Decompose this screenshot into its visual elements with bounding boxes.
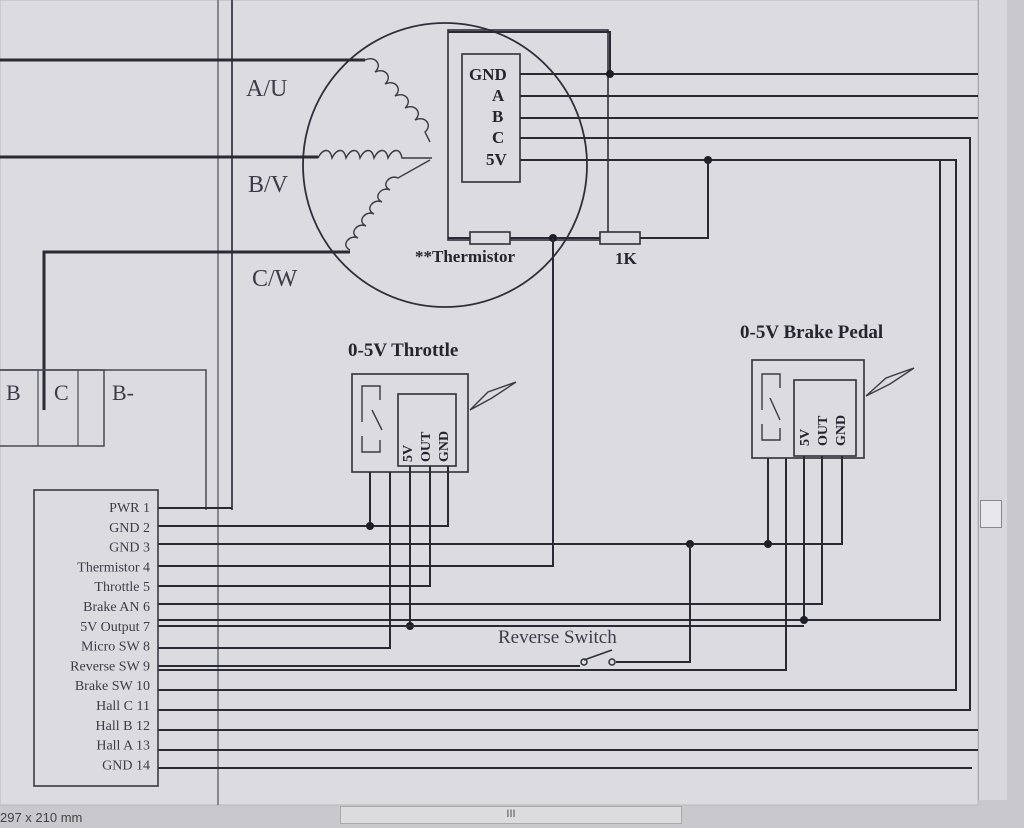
- phase-wire-c: [42, 250, 350, 410]
- throttle-wire-out: [158, 466, 431, 587]
- brake-wire-gnd: [158, 456, 843, 545]
- brake-switch-icon: [761, 373, 781, 441]
- controller-pin-label: Hall A 13: [96, 739, 150, 754]
- controller-pin-list: PWR 1 GND 2 GND 3 Thermistor 4 Throttle 5 Bra…: [70, 501, 150, 773]
- throttle-wire-gnd: [370, 466, 449, 527]
- controller-pin-label: Thermistor 4: [77, 560, 150, 575]
- hall-wire-gnd-down: [158, 160, 941, 621]
- junction-dot: [764, 540, 772, 548]
- throttle-connector: [397, 393, 457, 467]
- hall-pin-a: A: [492, 86, 505, 105]
- scroll-grip-icon: III: [506, 808, 516, 820]
- controller-pin-label: Reverse SW 9: [70, 659, 150, 674]
- brake-title: 0-5V Brake Pedal: [740, 322, 883, 343]
- junction-dot: [606, 70, 614, 78]
- page-size-status: 297 x 210 mm: [0, 810, 83, 825]
- phase-label-b: B/V: [248, 172, 289, 198]
- hall-wire-gnd-loop: [448, 31, 611, 74]
- hall-wire-5v: [158, 159, 957, 691]
- battery-terminal-box: [0, 369, 105, 447]
- phase-label-a: A/U: [246, 76, 287, 102]
- controller-pin-label: 5V Output 7: [80, 620, 150, 635]
- throttle-lever-icon: [469, 381, 517, 411]
- controller-pin-label: GND 14: [102, 758, 150, 773]
- controller-pin-label: Brake AN 6: [83, 600, 150, 615]
- throttle-title: 0-5V Throttle: [348, 340, 458, 361]
- brake-box: [751, 359, 865, 459]
- thermistor-symbol: [469, 231, 511, 245]
- brake-connector: [793, 379, 857, 457]
- thermistor-wire: [448, 160, 709, 239]
- coil-b-icon: [317, 149, 432, 161]
- hall-pin-gnd: GND: [469, 65, 507, 84]
- throttle-pin-out: OUT: [419, 431, 434, 462]
- throttle-pin-gnd: GND: [437, 431, 452, 462]
- junction-dot: [800, 616, 808, 624]
- resistor-symbol: [599, 231, 641, 245]
- controller-pin-label: Hall B 12: [96, 719, 150, 734]
- coil-a-icon: [364, 58, 431, 143]
- reverse-switch-contact-1: [580, 658, 588, 666]
- throttle-switch-icon: [361, 385, 383, 453]
- controller-pin-label: Throttle 5: [94, 580, 150, 595]
- brake-wire-out: [158, 456, 823, 605]
- vertical-scrollbar[interactable]: [978, 0, 1007, 800]
- controller-box: [33, 489, 159, 787]
- coil-c-icon: [345, 159, 431, 251]
- hall-pin-b: B: [492, 107, 503, 126]
- controller-pin-label: Micro SW 8: [81, 640, 150, 655]
- controller-pin-label: PWR 1: [109, 501, 150, 516]
- brake-pin-gnd: GND: [834, 415, 849, 446]
- battery-terminal-b: B: [6, 380, 21, 405]
- reverse-switch-wire: [158, 544, 691, 667]
- controller-pin-label: Brake SW 10: [75, 679, 150, 694]
- hall-wire-c: [158, 137, 971, 711]
- reverse-switch-contact-2: [608, 658, 616, 666]
- battery-terminal-b-minus: B-: [112, 380, 134, 405]
- brake-wire-switch-2: [158, 458, 787, 671]
- hall-pin-c: C: [492, 128, 504, 147]
- thermistor-signal-wire: [158, 238, 554, 567]
- junction-dot: [366, 522, 374, 530]
- throttle-wire-switch-2: [158, 472, 391, 649]
- throttle-pin-5v: 5V: [401, 445, 416, 462]
- brake-lever-icon: [865, 367, 915, 397]
- scrollbar-thumb[interactable]: [980, 500, 1002, 528]
- battery-terminal-c: C: [54, 380, 69, 405]
- hall-connector-outer: [447, 29, 609, 241]
- thermistor-label: **Thermistor: [415, 247, 516, 266]
- phase-label-c: C/W: [252, 266, 298, 292]
- reverse-switch-label: Reverse Switch: [498, 627, 617, 648]
- controller-pin-label: GND 2: [109, 521, 150, 536]
- controller-pin-label: GND 3: [109, 541, 150, 556]
- brake-pin-out: OUT: [816, 415, 831, 446]
- resistor-label: 1K: [615, 249, 638, 268]
- hall-pin-5v: 5V: [486, 150, 508, 169]
- motor-circle: [302, 22, 588, 308]
- horizontal-scrollbar[interactable]: III: [340, 806, 682, 824]
- controller-pin-label: Hall C 11: [96, 699, 150, 714]
- brake-pin-5v: 5V: [798, 429, 813, 446]
- reverse-switch-lever-icon: [583, 649, 613, 661]
